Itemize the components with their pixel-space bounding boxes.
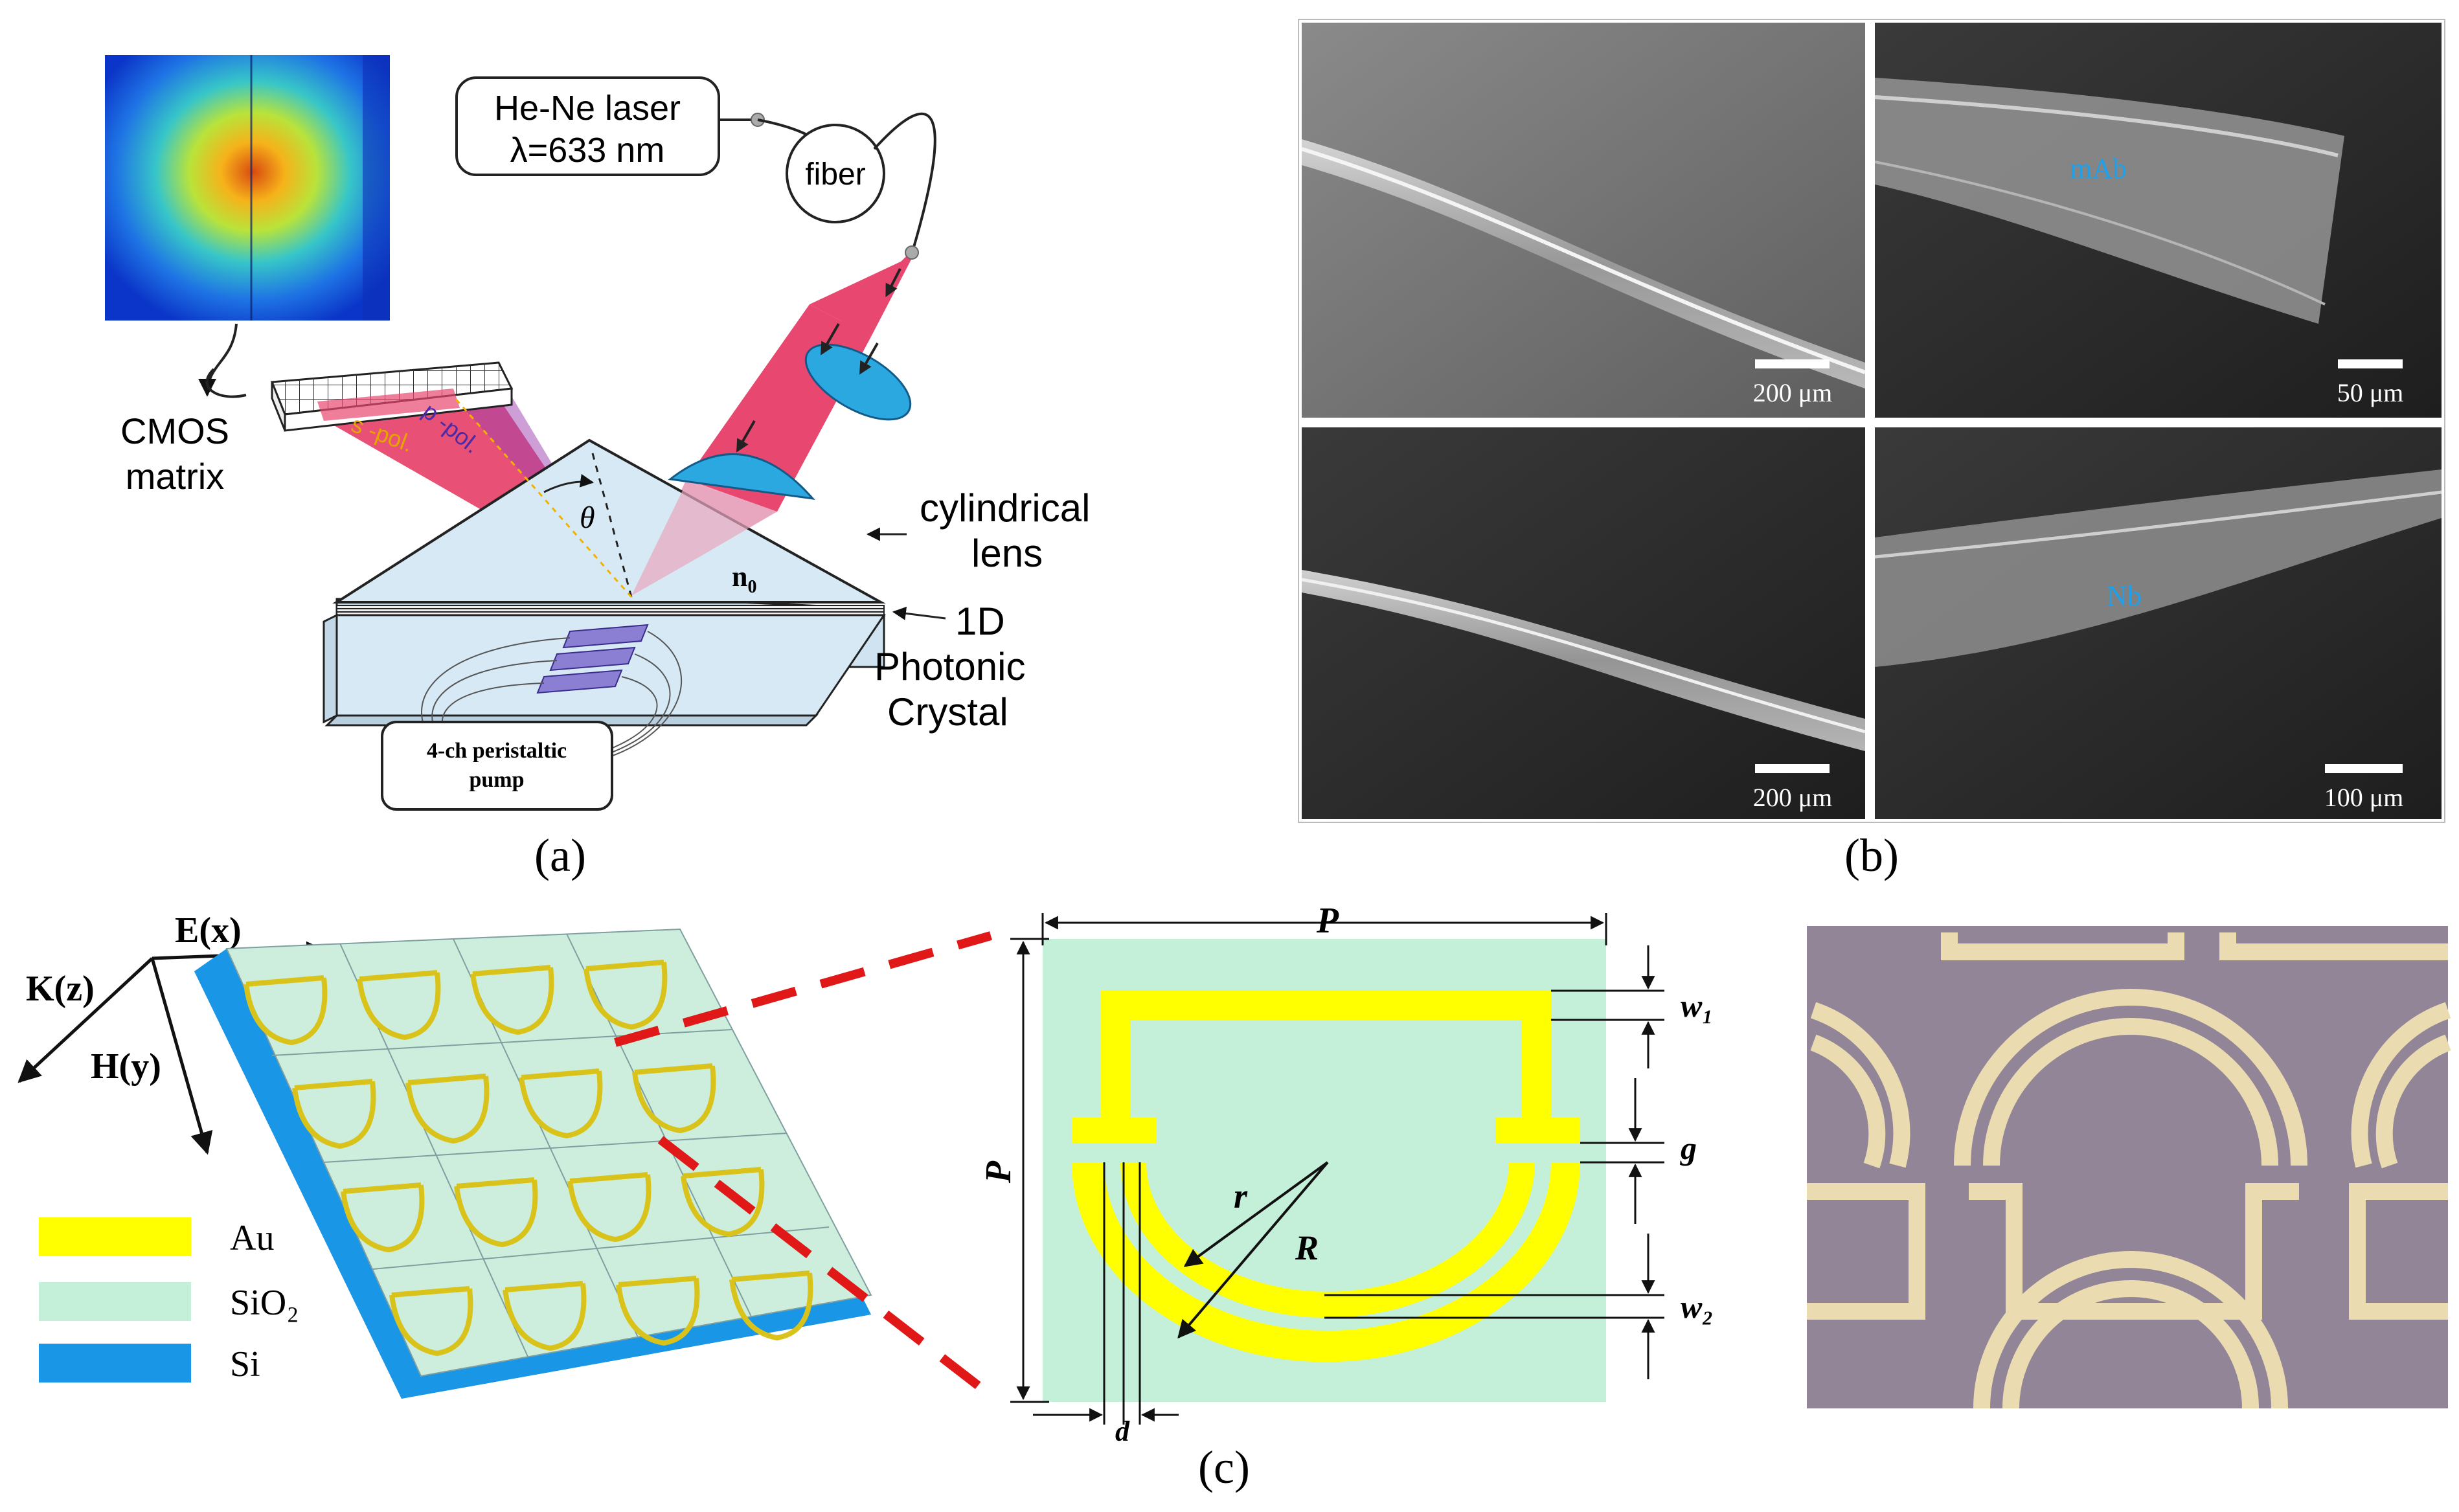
dim-R-label: R [1295, 1228, 1319, 1267]
pump-label-line2: pump [469, 768, 524, 792]
gold-resonators [244, 960, 813, 1357]
caption-c: (c) [1198, 1441, 1250, 1493]
dim-g-label: g [1680, 1130, 1697, 1166]
dim-p-side-label: P [979, 1160, 1019, 1184]
legend-label-sio2: SiO₂ [230, 1283, 299, 1323]
spherical-lens [804, 343, 912, 421]
scale-label-top-left: 200 μm [1753, 378, 1833, 407]
sem-image-bottom-left: 200 μm [1301, 427, 1866, 819]
scale-label-bottom-left: 200 μm [1753, 783, 1833, 812]
cmos-heatmap-image [105, 55, 390, 321]
flow-cells [536, 624, 649, 694]
pump-label-line1: 4-ch peristaltic [427, 739, 567, 763]
sem-image-bottom-right: Nb 100 μm [1874, 427, 2442, 819]
theta-label: θ [580, 501, 595, 535]
lens-label-line2: lens [971, 532, 1043, 575]
axis-e-label: E(x) [175, 910, 242, 951]
legend-swatch-sio2 [39, 1282, 191, 1321]
panel-c: E(x) K(z) H(y) [17, 901, 2451, 1493]
cylindrical-lens [668, 453, 815, 501]
dim-p-top-label: P [1316, 901, 1339, 941]
legend-swatch-au [39, 1217, 191, 1256]
sem-image-top-right: mAb 50 μm [1874, 23, 2442, 418]
optical-micrograph [1807, 926, 2451, 1409]
label-mab: mAb [2070, 153, 2127, 185]
cmos-label-line1: CMOS [120, 411, 229, 451]
laser-label-line2: λ=633 nm [510, 131, 665, 170]
legend-label-au: Au [230, 1218, 274, 1258]
crystal-label-line1: 1D [955, 600, 1005, 643]
caption-a: (a) [534, 829, 586, 881]
caption-b: (b) [1844, 829, 1899, 881]
label-nb: Nb [2107, 580, 2142, 612]
axis-k-label: K(z) [26, 969, 95, 1009]
pump-box [381, 721, 613, 811]
crystal-label-line3: Crystal [887, 690, 1008, 734]
laser-box [455, 76, 720, 176]
sem-image-top-left: 200 μm [1301, 23, 1866, 418]
unit-cell [1043, 939, 1606, 1402]
cmos-matrix [270, 361, 514, 432]
n0-label: n0 [732, 561, 756, 597]
fiber-coil [786, 124, 885, 223]
dimension-lines [1010, 913, 1664, 1425]
scale-label-top-right: 50 μm [2337, 378, 2404, 407]
dim-d-label: d [1115, 1416, 1130, 1447]
laser-label-line1: He-Ne laser [494, 89, 681, 128]
metamaterial-array [194, 928, 872, 1399]
panel-b: 200 μm mAb 50 μm 200 μm Nb 100 μm [1298, 19, 2445, 881]
dim-r-label: r [1234, 1177, 1248, 1215]
crystal-label-line2: Photonic [874, 645, 1026, 688]
dim-w1-label: w₁ [1681, 987, 1714, 1024]
dim-w2-label: w₂ [1681, 1289, 1714, 1325]
panel-a: CMOS matrix s -pol. p -pol. [105, 55, 1090, 881]
scale-label-bottom-right: 100 μm [2324, 783, 2404, 812]
lens-label-line1: cylindrical [920, 486, 1090, 530]
legend-swatch-si [39, 1344, 191, 1382]
axis-h-label: H(y) [91, 1046, 161, 1087]
fiber-label: fiber [805, 157, 865, 192]
legend-label-si: Si [230, 1344, 260, 1384]
cmos-label-line2: matrix [126, 456, 224, 497]
material-legend: Au SiO₂ Si [39, 1217, 299, 1384]
